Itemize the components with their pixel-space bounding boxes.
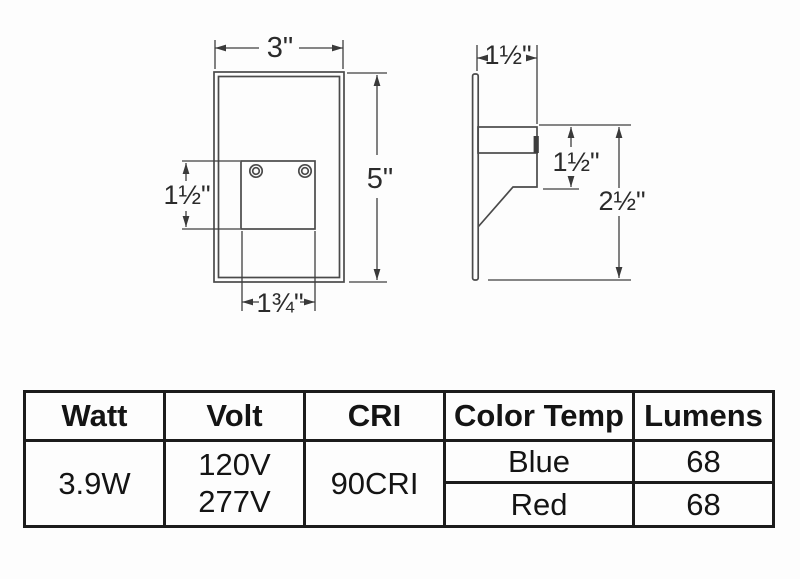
dim-label-side-overall: 2½" <box>598 186 645 216</box>
dim-front-height: 5" <box>347 72 393 283</box>
side-mounting-plate <box>471 73 480 281</box>
spec-table: Watt Volt CRI Color Temp Lumens 3.9W 120… <box>23 390 775 528</box>
dim-side-overall: 2½" <box>488 127 646 281</box>
lumens-value-red: 68 <box>632 481 775 528</box>
side-housing-box <box>477 126 538 154</box>
screw-hole-right-icon <box>297 163 313 179</box>
front-inner-frame <box>217 75 341 279</box>
dim-front-width: 3" <box>214 32 344 69</box>
front-view: 3" 5" 1½" 1¾" <box>163 32 393 318</box>
dim-label-front-width: 3" <box>267 32 293 64</box>
front-faceplate <box>240 160 316 230</box>
col-header-watt: Watt <box>23 390 166 442</box>
dim-faceplate-height: 1½" <box>163 160 240 230</box>
volt-value-277: 277V <box>198 483 271 519</box>
col-header-lumens: Lumens <box>632 390 775 442</box>
col-header-color-temp: Color Temp <box>443 390 635 442</box>
side-lens-bar <box>533 136 539 153</box>
lumens-value-blue: 68 <box>632 439 775 484</box>
side-visor-profile <box>477 153 538 228</box>
volt-value-120: 120V <box>198 446 271 482</box>
col-header-cri: CRI <box>303 390 446 442</box>
side-view: 1½" 1½" 2½" <box>471 40 646 281</box>
table-row: Red 68 <box>25 481 775 528</box>
screw-hole-left-icon <box>248 163 264 179</box>
technical-drawing: 3" 5" 1½" 1¾" <box>163 32 646 318</box>
dim-label-faceplate-height: 1½" <box>163 180 210 210</box>
watt-value: 3.9W <box>23 439 166 528</box>
dim-label-housing-height: 1½" <box>552 147 599 177</box>
dim-label-front-height: 5" <box>367 163 393 195</box>
cri-value: 90CRI <box>303 439 446 528</box>
color-temp-value-red: Red <box>443 481 635 528</box>
dim-label-faceplate-width: 1¾" <box>256 288 303 318</box>
dim-label-side-depth: 1½" <box>484 40 531 70</box>
table-row: 3.9W 120V 277V 90CRI Blue 68 <box>23 439 775 528</box>
dim-housing-height: 1½" <box>539 124 631 190</box>
dim-faceplate-width: 1¾" <box>241 231 316 318</box>
col-header-volt: Volt <box>163 390 306 442</box>
dim-side-depth: 1½" <box>476 40 538 124</box>
volt-value: 120V 277V <box>163 439 306 528</box>
front-outer-frame <box>213 71 345 283</box>
spec-table-header-row: Watt Volt CRI Color Temp Lumens <box>23 390 775 442</box>
color-temp-value-blue: Blue <box>443 439 635 484</box>
